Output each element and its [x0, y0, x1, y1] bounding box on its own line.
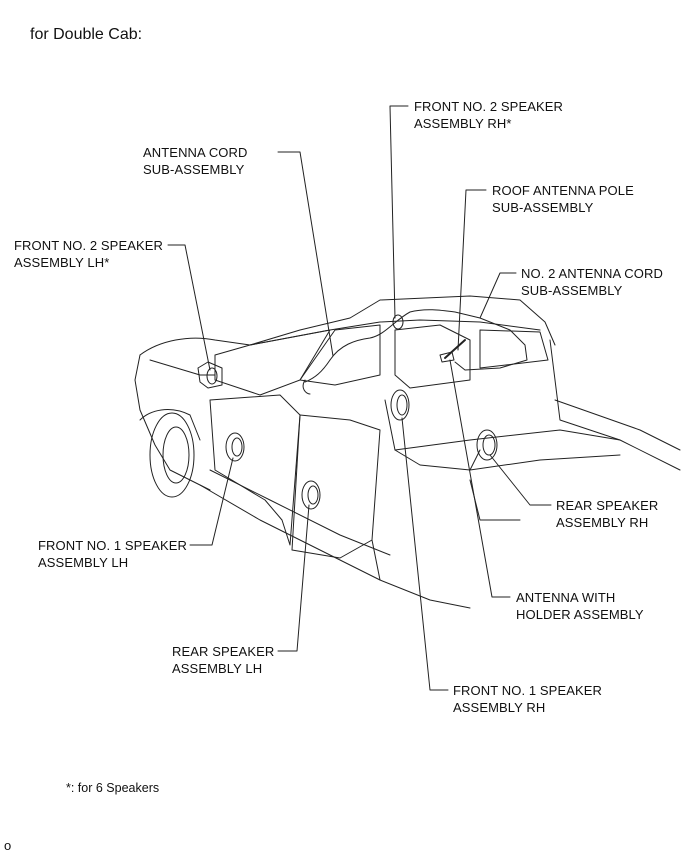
front-wheel — [149, 412, 195, 498]
label-line: ASSEMBLY RH* — [414, 116, 512, 131]
rear-speaker-rh — [476, 429, 498, 461]
label-line: SUB-ASSEMBLY — [492, 200, 594, 215]
label-line: FRONT NO. 2 SPEAKER — [14, 238, 164, 253]
label-line: NO. 2 ANTENNA CORD — [521, 266, 663, 281]
label-roof-pole: ROOF ANTENNA POLE SUB-ASSEMBLY — [492, 182, 634, 216]
label-no2-cord: NO. 2 ANTENNA CORD SUB-ASSEMBLY — [521, 265, 663, 299]
label-line: ASSEMBLY LH* — [14, 255, 110, 270]
label-line: ASSEMBLY RH — [556, 515, 649, 530]
label-antenna-cord: ANTENNA CORD SUB-ASSEMBLY — [143, 144, 248, 178]
label-line: ASSEMBLY LH — [172, 661, 263, 676]
truck-rear-window — [479, 329, 549, 369]
antenna-cord — [329, 309, 528, 371]
front-no1-speaker-rh — [390, 389, 410, 421]
truck-bed — [549, 339, 681, 471]
page-title: for Double Cab: — [30, 26, 143, 43]
label-line: SUB-ASSEMBLY — [143, 162, 245, 177]
truck-rocker — [199, 484, 471, 609]
roof-antenna-pole — [444, 339, 466, 359]
front-no2-speaker-rh — [392, 314, 404, 330]
footnote: *: for 6 Speakers — [66, 781, 160, 795]
label-rear-lh: REAR SPEAKER ASSEMBLY LH — [172, 643, 274, 677]
label-front1-rh: FRONT NO. 1 SPEAKER ASSEMBLY RH — [453, 682, 602, 716]
label-line: SUB-ASSEMBLY — [521, 283, 623, 298]
label-line: ASSEMBLY RH — [453, 700, 546, 715]
truck-hood — [139, 295, 556, 356]
label-line: FRONT NO. 2 SPEAKER — [414, 99, 564, 114]
leader-front1-lh — [189, 457, 234, 546]
label-line: ANTENNA CORD — [143, 145, 248, 160]
label-front2-lh: FRONT NO. 2 SPEAKER ASSEMBLY LH* — [14, 237, 163, 271]
label-line: ANTENNA WITH — [516, 590, 616, 605]
label-front1-lh: FRONT NO. 1 SPEAKER ASSEMBLY LH — [38, 537, 187, 571]
rear-speaker-lh — [301, 480, 321, 510]
leader-antenna-holder — [449, 359, 511, 598]
label-line: ROOF ANTENNA POLE — [492, 183, 634, 198]
front-no1-speaker-lh — [225, 432, 245, 462]
label-line: FRONT NO. 1 SPEAKER — [453, 683, 603, 698]
leader-rear-lh — [277, 504, 310, 652]
leader-antenna-cord — [277, 151, 334, 357]
truck-side-window — [299, 324, 381, 386]
leader-rear-rh — [489, 454, 552, 506]
leader-front2-lh — [167, 244, 211, 371]
label-line: HOLDER ASSEMBLY — [516, 607, 644, 622]
label-line: ASSEMBLY LH — [38, 555, 129, 570]
leader-front2-rh — [389, 105, 409, 319]
leader-front1-rh — [401, 417, 449, 691]
label-line: FRONT NO. 1 SPEAKER — [38, 538, 188, 553]
label-front2-rh: FRONT NO. 2 SPEAKER ASSEMBLY RH* — [414, 98, 563, 132]
label-antenna-holder: ANTENNA WITH HOLDER ASSEMBLY — [516, 589, 644, 623]
front-door — [209, 394, 301, 546]
label-rear-rh: REAR SPEAKER ASSEMBLY RH — [556, 497, 658, 531]
figure-id: o — [4, 838, 12, 853]
leader-roof-pole — [457, 189, 487, 351]
label-line: REAR SPEAKER — [172, 644, 275, 659]
rear-door — [291, 414, 381, 559]
front-no2-speaker-lh — [206, 367, 218, 385]
leader-no2-cord — [479, 272, 517, 319]
label-line: REAR SPEAKER — [556, 498, 659, 513]
